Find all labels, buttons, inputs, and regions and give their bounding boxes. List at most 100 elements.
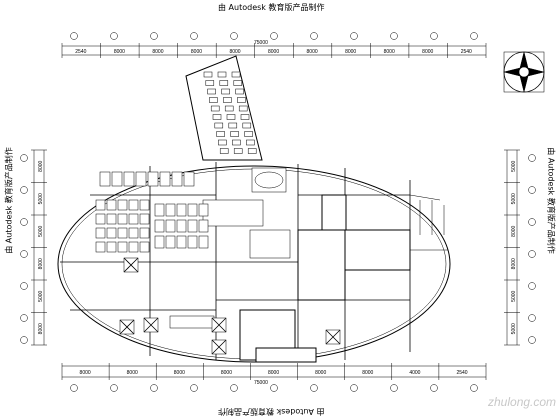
dimension-label: 4000: [409, 370, 420, 376]
workstation-cluster: [95, 171, 209, 253]
dimension-label: 8000: [38, 323, 44, 334]
chair: [219, 80, 229, 86]
grid-axis-marker: [110, 384, 118, 392]
dimension-label: 8000: [422, 49, 433, 55]
chair: [217, 71, 227, 78]
dimension-label: 2540: [461, 49, 472, 55]
workstation: [128, 241, 139, 253]
chair: [224, 105, 234, 112]
top-total-dimension: 75000: [254, 40, 268, 46]
dimension-label: 2540: [456, 370, 467, 376]
workstation: [128, 213, 139, 225]
chair: [207, 88, 216, 95]
workstation: [171, 171, 183, 187]
grid-axis-marker: [190, 32, 198, 40]
grid-axis-marker: [20, 282, 28, 290]
autodesk-stamp-top: 由 Autodesk 教育版产品制作: [218, 3, 325, 12]
compass-icon: [503, 51, 545, 93]
workstation: [128, 227, 139, 239]
workstation: [159, 171, 171, 187]
dimension-label: 8000: [345, 49, 356, 55]
workstation: [187, 219, 198, 233]
grid-axis-marker: [270, 32, 278, 40]
grid-axis-marker: [190, 384, 198, 392]
east-wing-spaces: [409, 194, 448, 251]
chair: [214, 122, 224, 129]
dimension-label: 8000: [268, 370, 279, 376]
dimension-label: 8000: [268, 49, 279, 55]
grid-axis-marker: [528, 186, 536, 194]
chair: [244, 131, 253, 137]
dimension-label: 8000: [38, 258, 44, 269]
workstation: [106, 199, 117, 211]
dimension-label: 8000: [229, 49, 240, 55]
workstation: [176, 235, 187, 249]
grid-axis-marker: [110, 32, 118, 40]
workstation: [154, 235, 165, 249]
grid-axis-marker: [150, 32, 158, 40]
grid-axis-marker: [70, 384, 78, 392]
bottom-total-dimension: 75000: [254, 380, 268, 386]
workstation: [165, 203, 176, 217]
chair: [246, 139, 255, 146]
workstation: [128, 199, 139, 211]
conference-table: [202, 167, 291, 259]
workstation: [187, 203, 198, 217]
workstation: [198, 219, 209, 233]
workstation: [147, 171, 159, 187]
chair: [218, 139, 227, 146]
meeting-rooms: [239, 194, 411, 363]
workstation: [135, 171, 147, 187]
dimension-label: 8000: [191, 49, 202, 55]
chair: [233, 148, 243, 154]
grid-axis-marker: [528, 282, 536, 290]
chair: [237, 97, 246, 103]
dimension-label: 5000: [38, 193, 44, 204]
dimension-label: 8000: [114, 49, 125, 55]
chair: [216, 131, 225, 137]
grid-axis-marker: [20, 250, 28, 258]
grid-axis-marker: [528, 250, 536, 258]
chair: [235, 88, 244, 95]
chair: [223, 97, 232, 103]
grid-axis-marker: [20, 314, 28, 322]
dimension-label: 8000: [307, 49, 318, 55]
workstation: [95, 241, 106, 253]
chair: [203, 71, 213, 78]
watermark: zhulong.com: [488, 395, 557, 409]
chair: [230, 131, 239, 137]
workstation: [117, 199, 128, 211]
grid-axis-marker: [20, 218, 28, 226]
grid-axis-marker: [270, 384, 278, 392]
grid-axis-marker: [70, 32, 78, 40]
chair: [219, 148, 229, 154]
chair: [231, 71, 241, 78]
workstation: [187, 235, 198, 249]
grid-axis-marker: [150, 384, 158, 392]
grid-axis-marker: [528, 218, 536, 226]
workstation: [106, 241, 117, 253]
dimension-label: 5000: [38, 290, 44, 301]
dimension-label: 8000: [315, 370, 326, 376]
workstation: [99, 171, 111, 187]
grid-axis-marker: [528, 336, 536, 344]
dimension-label: 2540: [75, 49, 86, 55]
chair: [238, 105, 248, 112]
workstation: [183, 171, 195, 187]
workstation: [165, 219, 176, 233]
dimension-label: 5000: [511, 193, 517, 204]
workstation: [176, 219, 187, 233]
workstation: [95, 199, 106, 211]
dimension-label: 8000: [127, 370, 138, 376]
grid-axis-marker: [310, 384, 318, 392]
chair: [242, 122, 252, 129]
workstation: [165, 235, 176, 249]
workstation: [139, 241, 150, 253]
workstation: [198, 203, 209, 217]
workstation: [106, 213, 117, 225]
workstation: [176, 203, 187, 217]
workstation: [123, 171, 135, 187]
